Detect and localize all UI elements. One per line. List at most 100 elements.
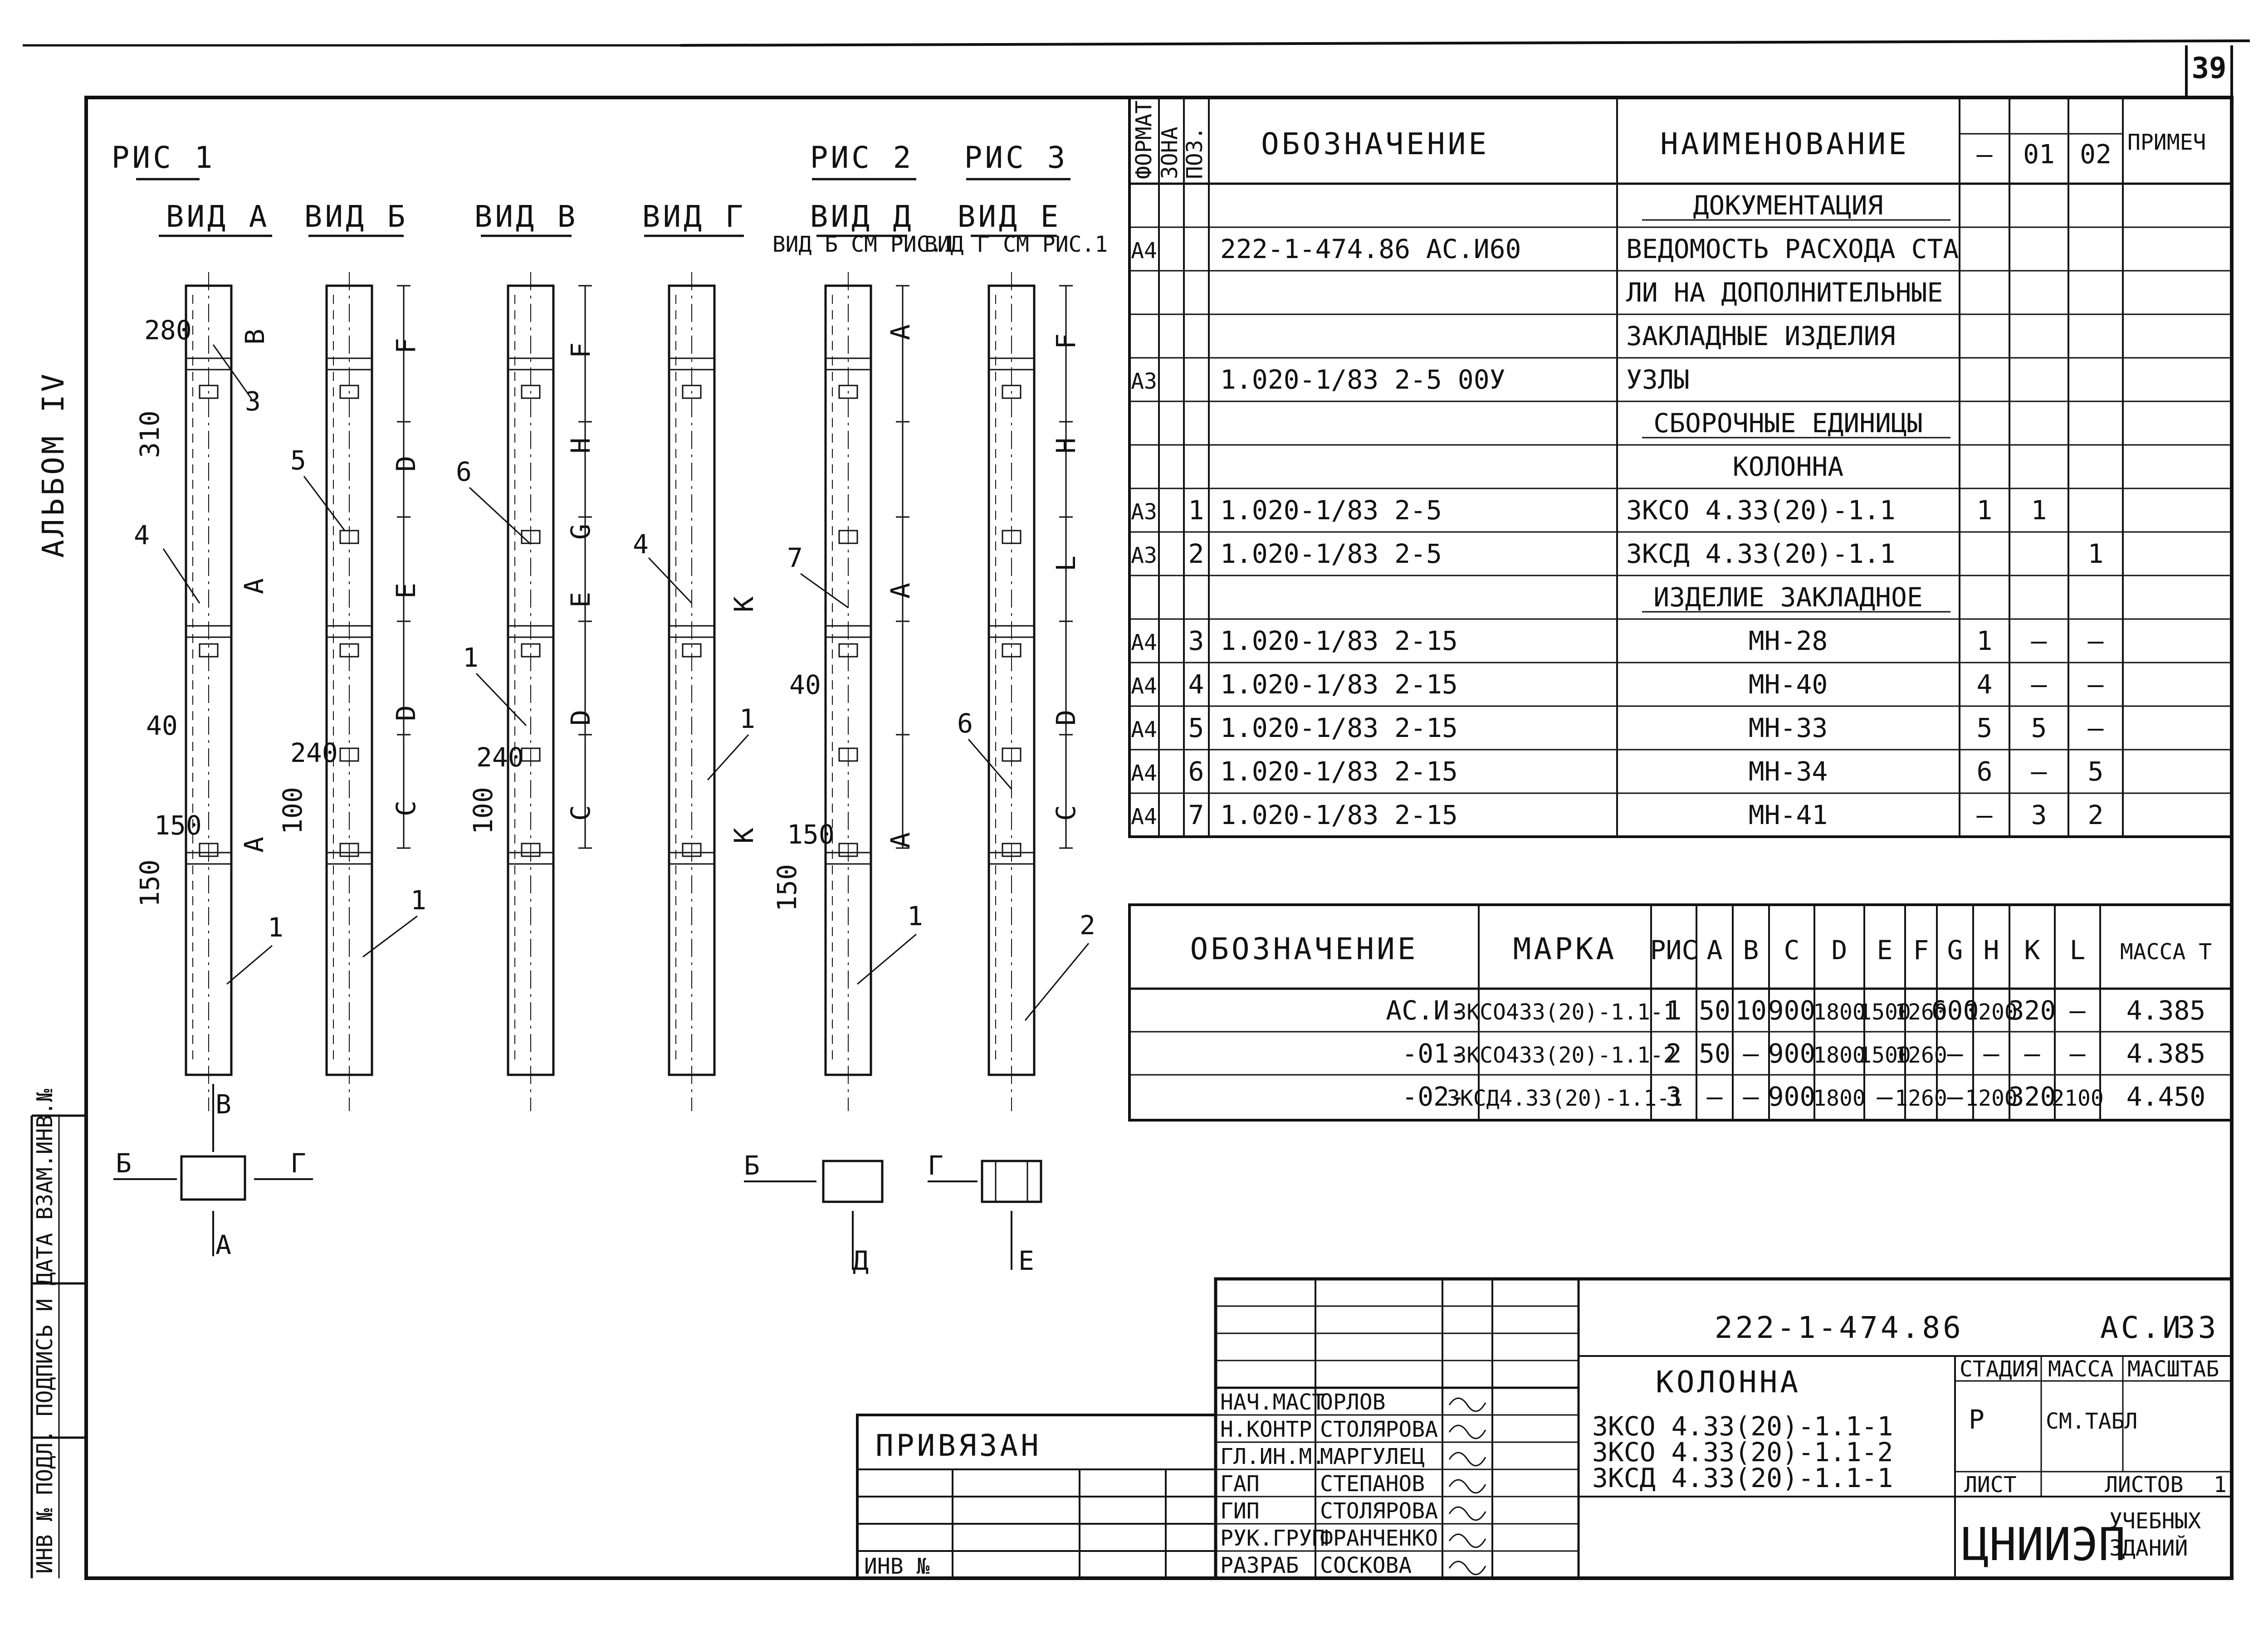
embedded-plate [838, 643, 858, 658]
spec-cell-name: КОЛОННА [1733, 451, 1843, 482]
view-d-title: ВИД Д [810, 199, 914, 234]
variant-header-cell: А [1707, 935, 1723, 966]
variant-cell: 1500 [1858, 1043, 1911, 1068]
variant-header-cell: ОБОЗНАЧЕНИЕ [1190, 932, 1418, 966]
spec-header-q2: 02 [2080, 139, 2112, 170]
signature-mark [1448, 1424, 1486, 1439]
callout-6: 6 [456, 456, 472, 487]
zone-a1: А [239, 578, 269, 594]
embedded-plate [199, 385, 219, 399]
spec-cell-name: МН-34 [1749, 756, 1828, 787]
callout-1-g: 1 [739, 703, 755, 734]
doc-code: 222-1-474.86 [1715, 1310, 1964, 1345]
embedded-plate [339, 385, 359, 399]
zone-a2: А [239, 837, 269, 853]
variant-cell: – [1743, 1038, 1759, 1069]
mass-header: МАССА [2048, 1356, 2114, 1382]
spec-cell-format: А4 [1131, 630, 1157, 655]
signature-mark [1448, 1397, 1486, 1412]
zone-k1: К [728, 596, 759, 612]
variant-cell: 3КСО433(20)-1.1-1 [1453, 1000, 1676, 1025]
spec-section-row: ИЗДЕЛИЕ ЗАКЛАДНОЕ [1129, 582, 2232, 620]
signature-mark [1448, 1506, 1486, 1521]
variant-cell: 1200 [1965, 1000, 2018, 1025]
zone-f1: F [391, 338, 421, 354]
zone-c2: C [565, 805, 596, 821]
column-section [822, 1160, 884, 1203]
variant-cell: 3 [1666, 1081, 1682, 1112]
spec-cell-name: ДОКУМЕНТАЦИЯ [1693, 190, 1883, 221]
spec-cell-q1: – [2031, 625, 2047, 656]
bound-box: ПРИВЯЗАН ИНВ № [856, 1414, 1217, 1580]
embedded-plate [339, 843, 359, 857]
orientation-sketch-right [744, 1160, 1042, 1270]
zone-e1: E [391, 583, 421, 599]
variant-grid [1129, 905, 2232, 1120]
spec-cell-pos: 3 [1188, 625, 1204, 656]
variant-cell: 1200 [1965, 1086, 2018, 1111]
dim-310: 310 [134, 410, 165, 458]
spec-cell-q2: – [2088, 712, 2104, 743]
orient-left-top: В [215, 1089, 231, 1120]
spec-cell-code: 1.020-1/83 2-15 [1220, 712, 1458, 743]
view-g-title: ВИД Г [642, 199, 746, 234]
dim-150-b: 150 [134, 859, 165, 907]
variant-cell: 50 [1699, 1038, 1730, 1069]
spec-cell-pos: 2 [1188, 538, 1204, 569]
spec-header-code: ОБОЗНАЧЕНИЕ [1261, 127, 1489, 161]
variant-cell: 4.385 [2126, 1038, 2206, 1069]
leader-line [469, 487, 532, 545]
spec-cell-q0: – [1977, 800, 1993, 830]
callout-2-e: 2 [1080, 910, 1095, 941]
variant-cell: 900 [1768, 1081, 1816, 1112]
variant-cell: 1500 [1858, 1000, 1911, 1025]
embedded-plate [339, 643, 359, 658]
embedded-plate [1002, 843, 1022, 857]
spec-cell-code: 1.020-1/83 2-5 [1220, 495, 1442, 526]
signature-mark [1448, 1479, 1486, 1494]
dim-40-d: 40 [789, 669, 821, 700]
spec-cell-format: А4 [1131, 717, 1157, 742]
embedded-plate [838, 843, 858, 857]
spec-row: ЗАКЛАДНЫЕ ИЗДЕЛИЯ [1129, 321, 2232, 359]
side-stamp: ИНВ № ПОДЛ. ПОДПИСЬ И ДАТА ВЗАМ.ИНВ.№ [30, 1089, 86, 1578]
spec-cell-format: А4 [1131, 761, 1157, 786]
zone-b: В [240, 329, 270, 345]
callout-6-e: 6 [957, 708, 973, 739]
callout-4-g: 4 [633, 529, 649, 560]
orient-right-left: Б [744, 1150, 760, 1181]
variant-header-cell: D [1832, 935, 1848, 966]
fig3-label: РИС 3 [964, 140, 1068, 175]
sheets-label: ЛИСТОВ [2105, 1472, 2183, 1497]
variant-cell: 3КСО433(20)-1.1-2 [1453, 1043, 1676, 1068]
orient-right-bottom-right: Е [1018, 1245, 1034, 1276]
staff-name: МАРГУЛЕЦ [1320, 1444, 1425, 1469]
spec-cell-q2: 1 [2088, 538, 2104, 569]
spec-cell-name: ЛИ НА ДОПОЛНИТЕЛЬНЫЕ [1626, 277, 1943, 308]
signature-mark [1448, 1533, 1486, 1548]
zone-k2: К [728, 828, 759, 844]
column-section [180, 1155, 246, 1201]
variant-cell: 320 [2009, 1081, 2056, 1112]
spec-header-zone: ЗОНА [1157, 127, 1183, 179]
spec-cell-code: 1.020-1/83 2-15 [1220, 669, 1458, 700]
spec-cell-name: 3КСО 4.33(20)-1.1 [1626, 495, 1896, 526]
scale-header: МАСШТАБ [2127, 1356, 2219, 1382]
variant-cell: – [1743, 1081, 1759, 1112]
dim-150-e: 150 [772, 864, 802, 912]
spec-cell-q1: 3 [2031, 800, 2047, 830]
dim-100-b: 100 [468, 787, 499, 834]
spec-row: ЛИ НА ДОПОЛНИТЕЛЬНЫЕ [1129, 277, 2232, 315]
staff-role: НАЧ.МАСТ [1220, 1390, 1325, 1415]
zone-a4: А [885, 583, 916, 599]
